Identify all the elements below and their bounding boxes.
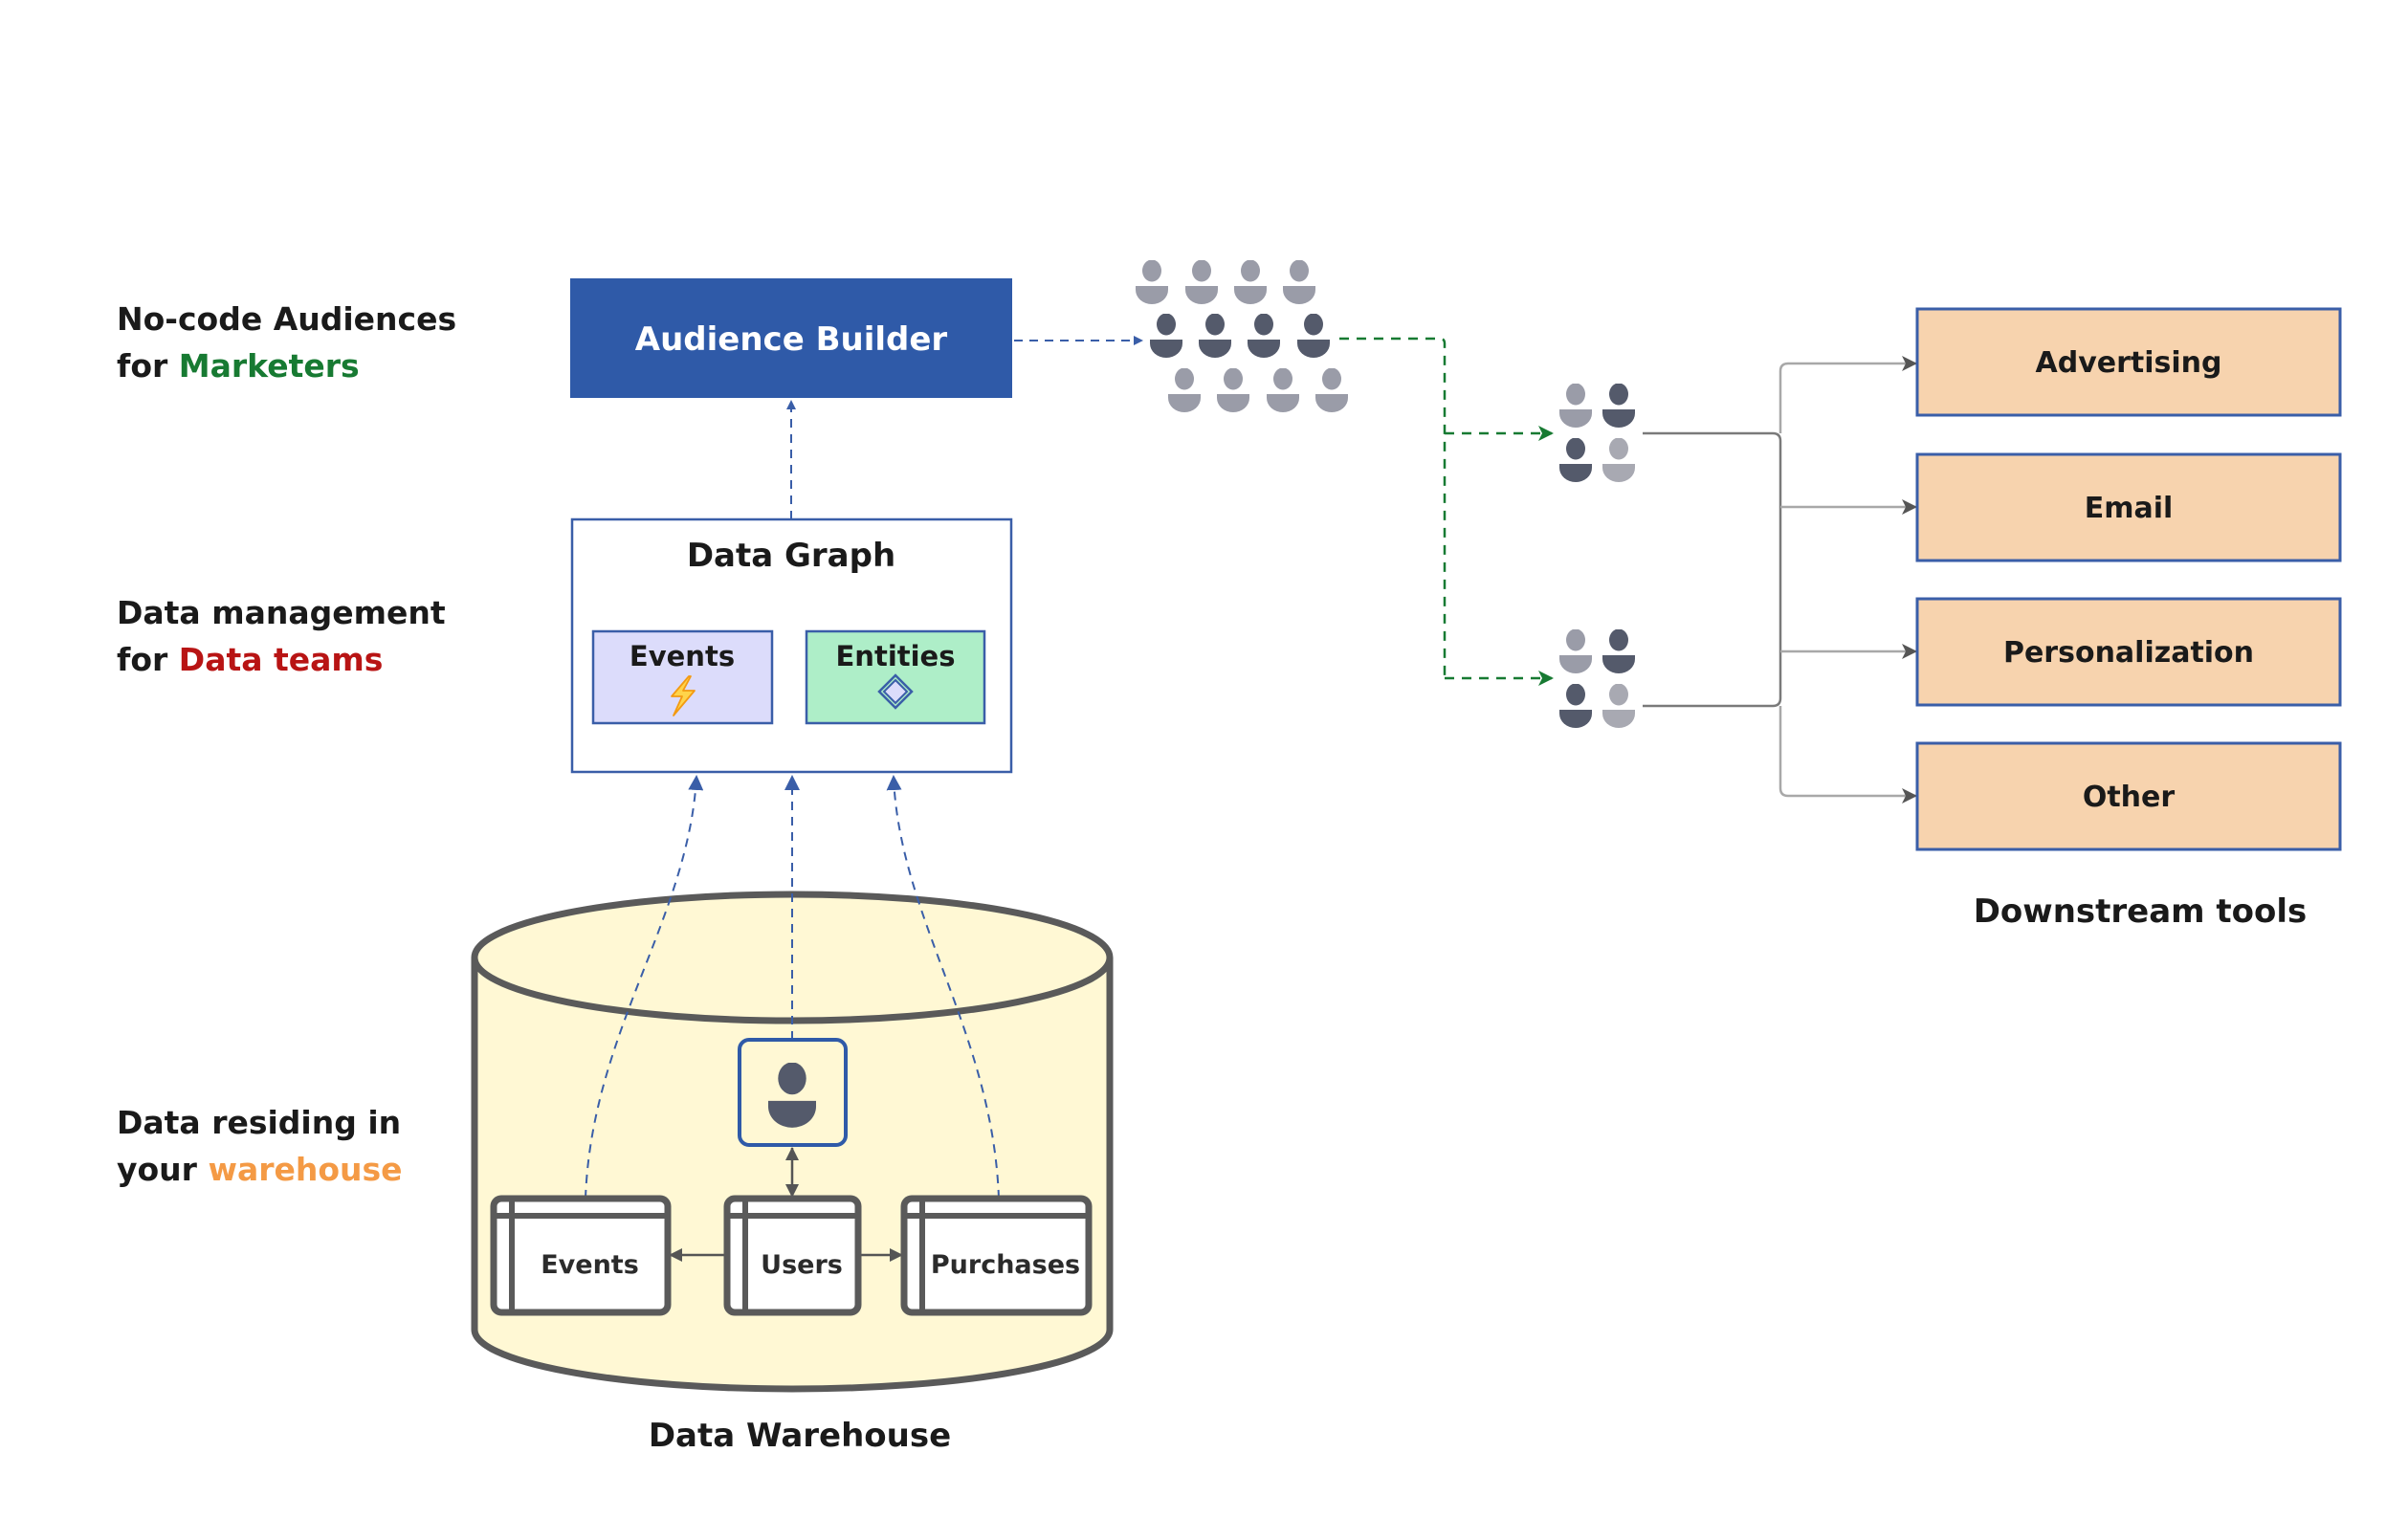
label-data-teams: Data management for Data teams	[117, 594, 446, 678]
person-icon	[1199, 314, 1231, 358]
person-icon	[1559, 629, 1592, 673]
warehouse-table-purchases[interactable]: Purchases	[900, 1195, 1093, 1316]
label-marketers-line1: No-code Audiences	[117, 300, 456, 338]
person-icon	[1234, 260, 1267, 304]
diamond-icon	[877, 673, 914, 710]
label-data-teams-line1: Data management	[117, 594, 446, 631]
tool-label: Advertising	[2036, 346, 2222, 380]
person-icon	[1559, 684, 1592, 728]
lightning-icon	[671, 675, 696, 716]
label-prefix: for	[117, 641, 179, 678]
person-icon	[1602, 438, 1635, 482]
tool-email[interactable]: Email	[1915, 452, 2342, 562]
tool-advertising[interactable]: Advertising	[1915, 307, 2342, 417]
link-purchases-to-datagraph	[886, 775, 1000, 1200]
label-prefix: your	[117, 1151, 208, 1188]
label-marketers-line2: for Marketers	[117, 347, 360, 385]
person-icon	[1150, 314, 1182, 358]
data-graph-entities[interactable]: Entities	[805, 629, 986, 725]
person-icon	[1168, 368, 1201, 412]
audience-builder-box[interactable]: Audience Builder	[570, 278, 1012, 398]
person-icon	[1559, 384, 1592, 428]
warehouse-user-entity[interactable]	[738, 1038, 848, 1147]
label-marketers: No-code Audiences for Marketers	[117, 300, 456, 385]
label-warehouse-line2: your warehouse	[117, 1151, 403, 1188]
label-highlight-data-teams: Data teams	[179, 641, 384, 678]
label-highlight-marketers: Marketers	[179, 347, 360, 385]
audience-builder-label: Audience Builder	[635, 320, 948, 359]
label-data-teams-line2: for Data teams	[117, 641, 383, 678]
link-events-to-datagraph	[585, 775, 704, 1200]
warehouse-table-label: Purchases	[931, 1250, 1080, 1280]
data-graph-box[interactable]: Data Graph Events Entities	[570, 517, 1013, 774]
label-prefix: for	[117, 347, 179, 385]
person-icon	[1559, 438, 1592, 482]
data-graph-events-label: Events	[630, 640, 735, 672]
audience-segment-2[interactable]	[1559, 629, 1635, 729]
data-graph-entities-label: Entities	[836, 640, 956, 672]
connector-to-other	[1778, 706, 1915, 798]
downstream-tools-caption: Downstream tools	[1974, 892, 2308, 931]
label-warehouse-line1: Data residing in	[117, 1104, 401, 1141]
warehouse-table-label: Events	[541, 1250, 639, 1280]
audience-segment-1[interactable]	[1559, 384, 1635, 483]
warehouse-table-label: Users	[761, 1250, 843, 1280]
tool-label: Email	[2085, 492, 2174, 525]
data-warehouse-caption: Data Warehouse	[649, 1417, 951, 1455]
tool-label: Other	[2083, 781, 2176, 814]
data-graph-title: Data Graph	[687, 537, 895, 575]
person-icon	[1267, 368, 1299, 412]
person-icon	[1602, 629, 1635, 673]
person-icon	[1602, 684, 1635, 728]
connector-trunk	[1778, 362, 1915, 433]
data-graph-events[interactable]: Events	[591, 629, 774, 725]
connector-segment-1	[1643, 431, 1782, 708]
warehouse-table-events[interactable]: Events	[490, 1195, 672, 1316]
tool-other[interactable]: Other	[1915, 741, 2342, 851]
tool-label: Personalization	[2003, 636, 2254, 670]
tool-personalization[interactable]: Personalization	[1915, 597, 2342, 707]
split-line	[1339, 337, 1447, 678]
person-icon	[1297, 314, 1330, 358]
audience-cluster[interactable]	[1136, 260, 1348, 413]
person-icon	[1185, 260, 1218, 304]
label-highlight-warehouse: warehouse	[208, 1151, 402, 1188]
label-warehouse: Data residing in your warehouse	[117, 1104, 403, 1188]
person-icon	[1602, 384, 1635, 428]
warehouse-table-users[interactable]: Users	[723, 1195, 862, 1316]
person-icon	[1248, 314, 1280, 358]
person-icon	[1136, 260, 1168, 304]
person-icon	[1217, 368, 1249, 412]
person-icon	[1315, 368, 1348, 412]
person-icon	[1283, 260, 1315, 304]
